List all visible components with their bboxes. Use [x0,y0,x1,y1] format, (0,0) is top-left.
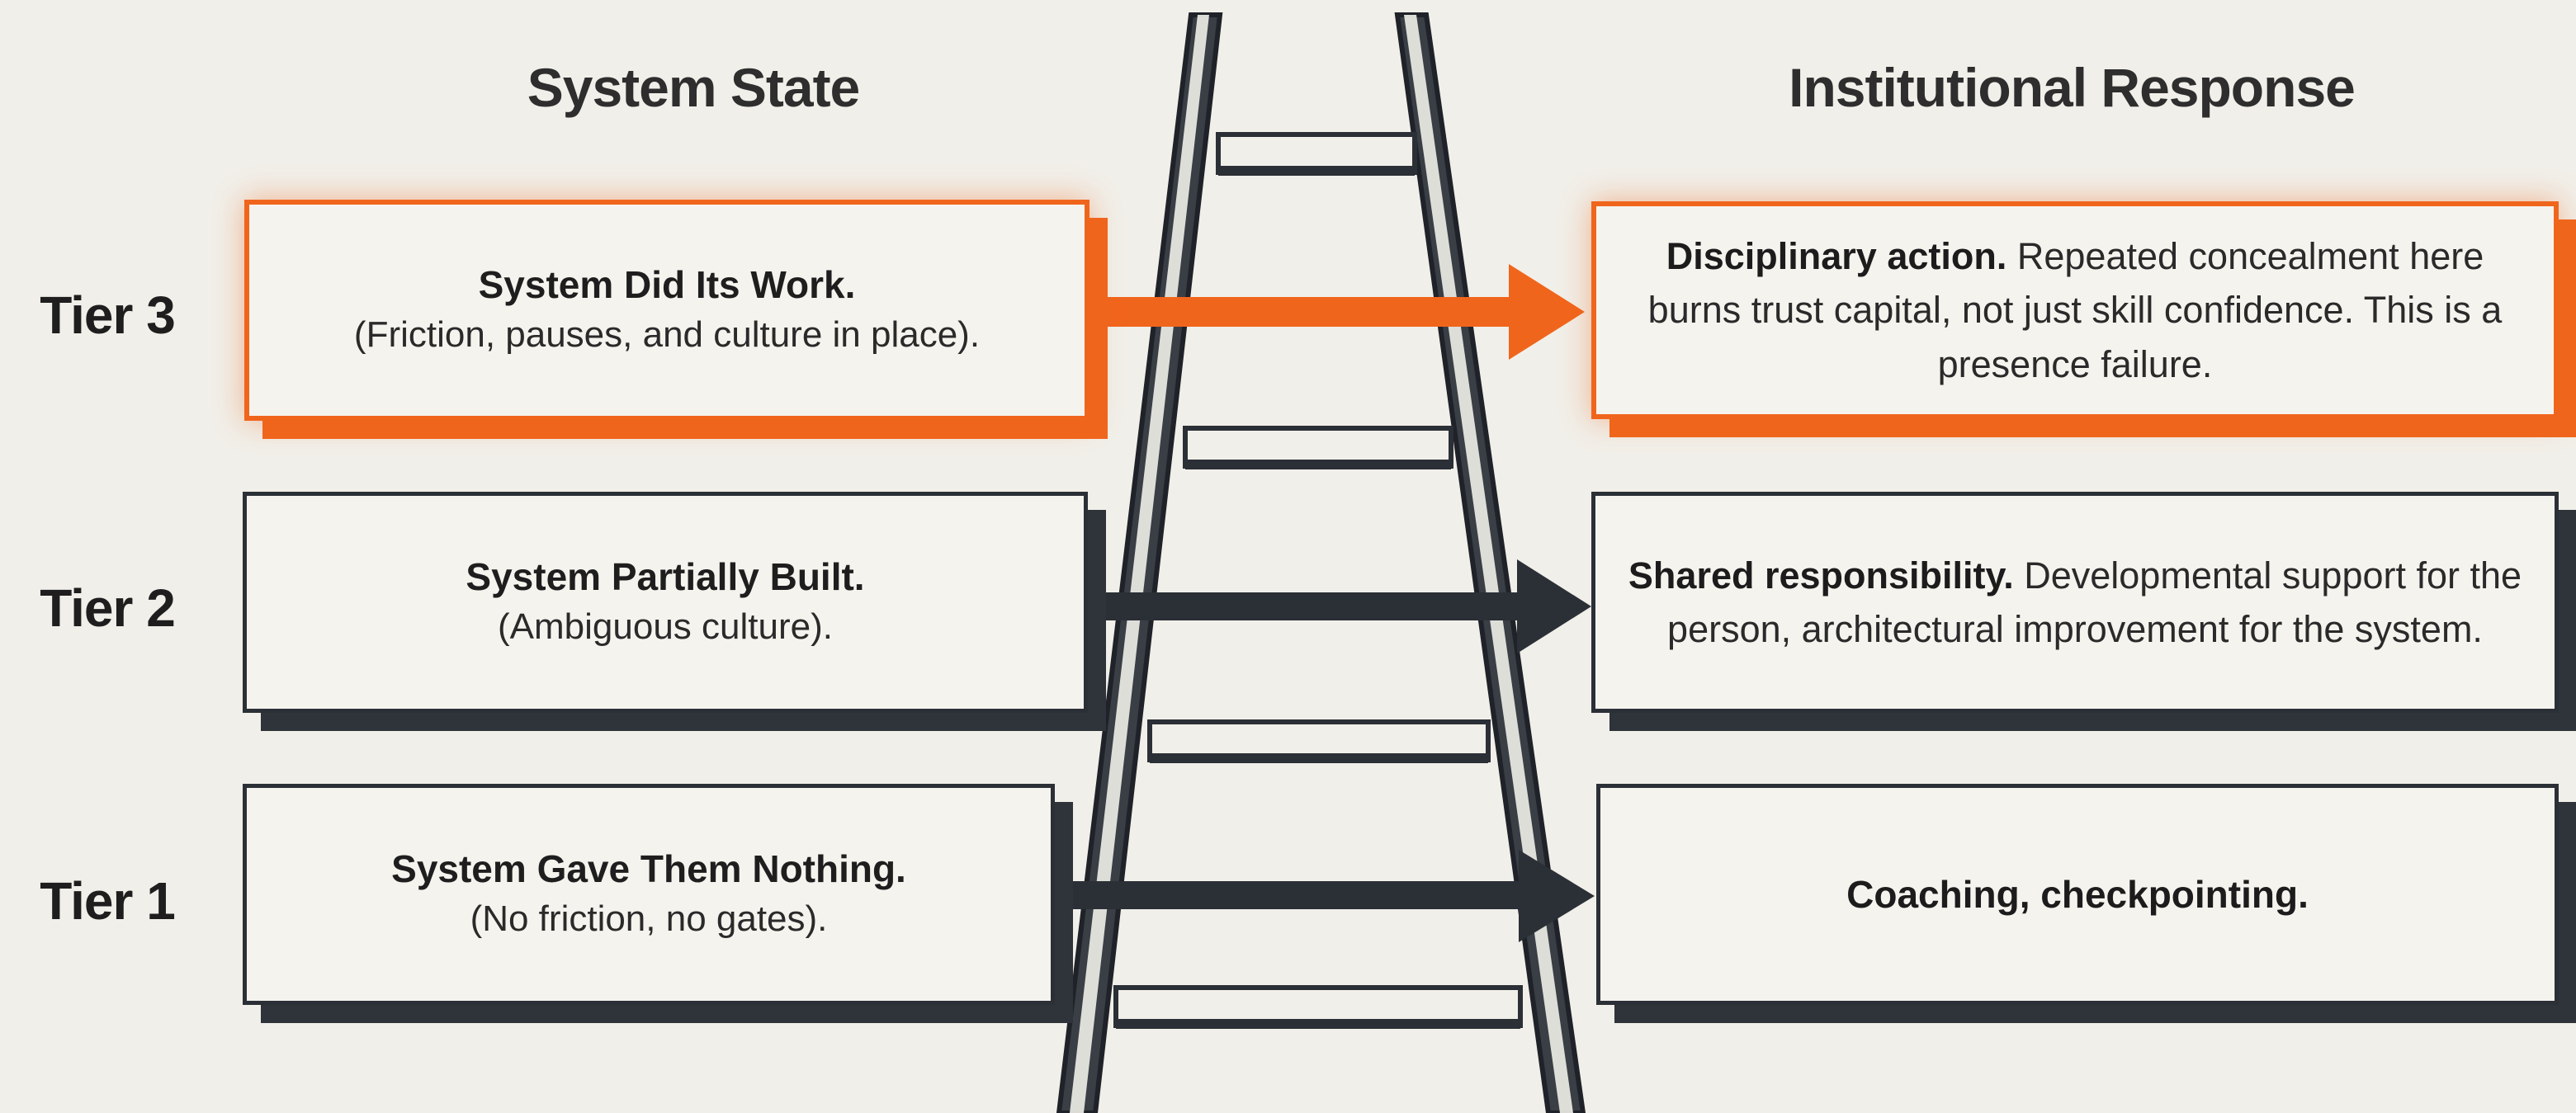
tier-3-response-bold: Disciplinary action. [1666,235,2007,278]
ladder-left-rail-highlight [1070,15,1209,1113]
system-state-heading: System State [527,57,861,118]
ladder-rung-shadow [1218,166,1415,176]
tier-2-response-bold: Shared responsibility. [1628,554,2014,597]
tier-2-state-detail: (Ambiguous culture). [498,606,833,648]
tier-2-response-box: Shared responsibility. Developmental sup… [1591,492,2559,713]
ladder-rung-shadow [1185,460,1451,469]
arrow-tier-3 [1089,264,1585,360]
arrow-tier-1-shaft [1055,881,1527,909]
arrow-tier-2-shaft [1088,592,1525,620]
arrow-tier-3-head [1509,264,1585,360]
ladder-rails [1056,12,1586,1113]
tier-3-state-detail: (Friction, pauses, and culture in place)… [353,314,981,356]
tier-3-label: Tier 3 [40,285,176,345]
ladder-right-rail-highlight [1404,15,1573,1113]
tier-3-response-body: Repeated concealment here burns trust ca… [1647,235,2503,385]
ladder-rungs [1113,132,1523,1029]
tier-3-state-title: System Did Its Work. [478,263,856,307]
arrow-tier-1-head [1519,850,1595,942]
tier-2-state-title: System Partially Built. [466,555,865,599]
ladder-rung-shadow [1150,753,1488,763]
arrow-tier-3-shaft [1089,297,1519,327]
tier-1-state-box: System Gave Them Nothing. (No friction, … [243,784,1055,1005]
tier-2-state-box: System Partially Built. (Ambiguous cultu… [243,492,1088,713]
arrow-tier-2-head [1517,559,1591,653]
tier-1-label: Tier 1 [40,871,176,931]
tier-1-response-box: Coaching, checkpointing. [1596,784,2559,1005]
tier-3-response-box: Disciplinary action. Repeated concealmen… [1591,201,2559,419]
tier-2-response-text: Shared responsibility. Developmental sup… [1595,549,2555,657]
tier-1-state-title: System Gave Them Nothing. [391,847,906,891]
tier-1-response-text: Coaching, checkpointing. [1846,872,2309,916]
tier-2-response-body: Developmental support for the person, ar… [1667,554,2522,650]
tier-3-state-box: System Did Its Work. (Friction, pauses, … [244,200,1089,421]
institutional-response-heading: Institutional Response [1789,57,2356,118]
tier-2-label: Tier 2 [40,578,176,638]
tier-1-state-detail: (No friction, no gates). [470,898,828,940]
tier-3-response-text: Disciplinary action. Repeated concealmen… [1596,229,2554,391]
arrow-tier-2 [1088,559,1591,653]
ladder-rung-shadow [1116,1019,1520,1029]
arrow-tier-1 [1055,850,1595,942]
